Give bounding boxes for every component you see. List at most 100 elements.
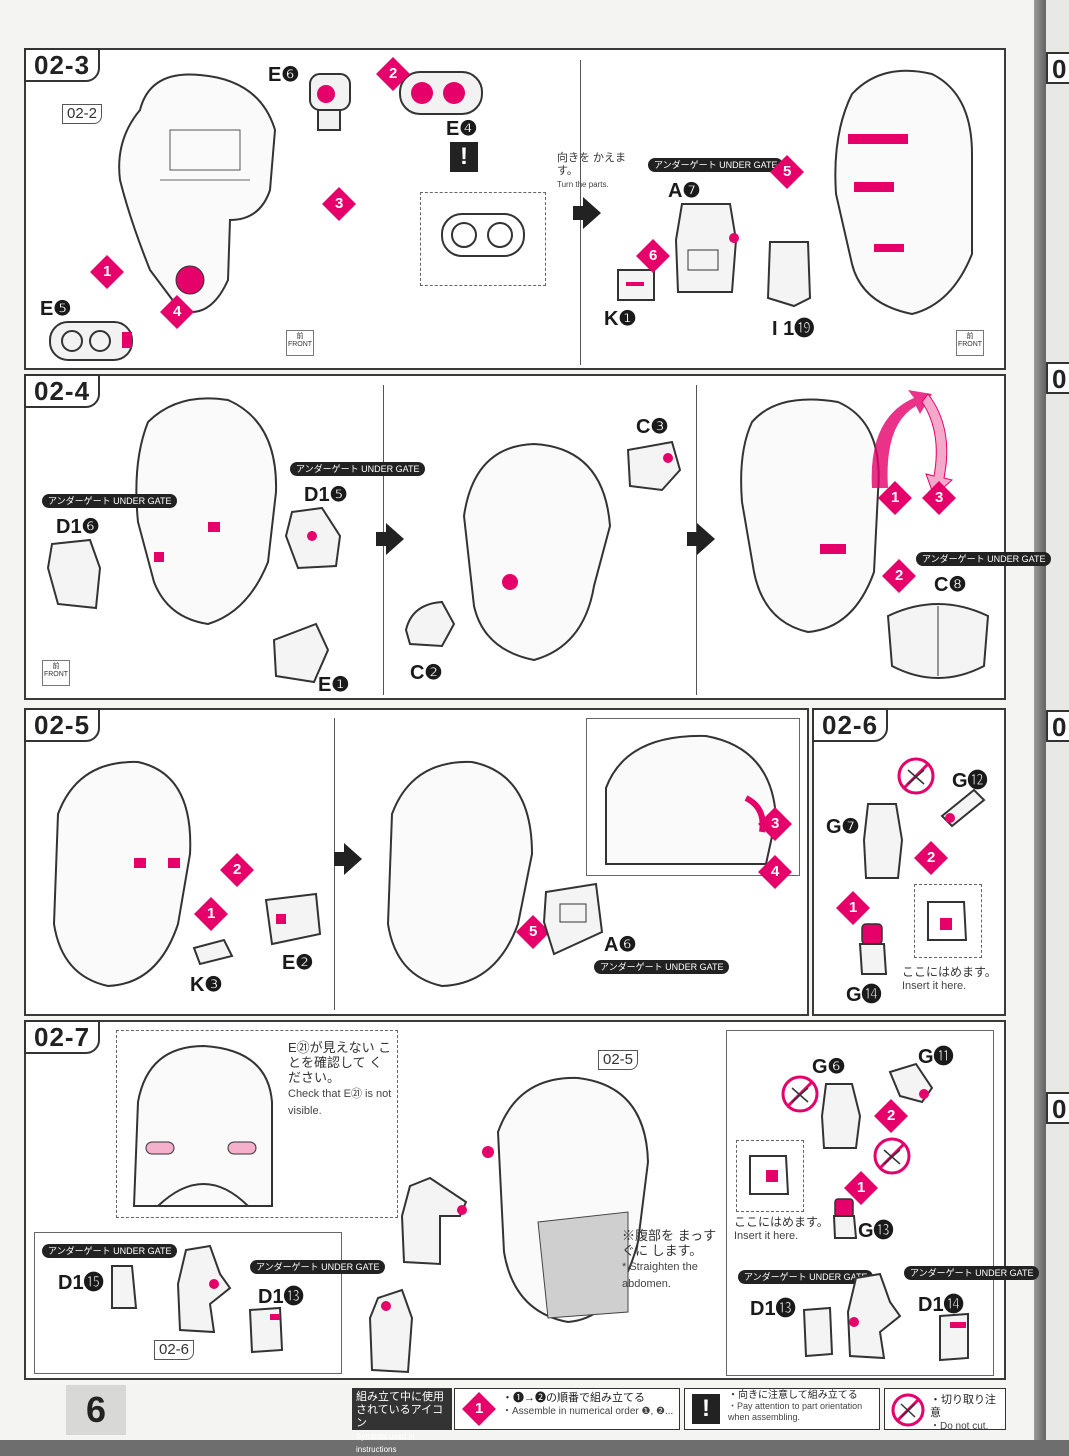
abdomen-note-en: * Straighten the abdomen. <box>622 1261 698 1290</box>
torso-closeup-illustration <box>605 734 778 865</box>
part-a6-illustration <box>542 882 604 956</box>
part-c8-illustration <box>886 603 990 679</box>
torso-part-illustration <box>118 73 277 313</box>
do-not-cut-icon <box>781 1075 819 1113</box>
page-number: 6 <box>66 1385 126 1435</box>
part-code-g11: G⓫ <box>918 1046 954 1068</box>
part-k3-illustration <box>192 938 234 966</box>
part-e5-illustration <box>49 321 133 361</box>
part-code-d14: D1⓮ <box>918 1294 964 1316</box>
part-code-c2: C❷ <box>410 662 443 684</box>
legend-title-jp: 組み立て中に使用 されているアイコン <box>356 1391 444 1429</box>
step-label: 02-3 <box>24 48 101 82</box>
front-direction-icon: 前 FRONT <box>286 330 314 356</box>
sequence-arrow-icon <box>583 197 601 229</box>
arm-subassembly-illustration <box>846 1272 902 1360</box>
under-gate-badge: アンダーゲート UNDER GATE <box>738 1270 874 1284</box>
reference-label: 02-6 <box>154 1340 195 1360</box>
part-d15-illustration <box>284 506 342 570</box>
part-e2-illustration <box>264 892 322 946</box>
insert-detail-illustration <box>749 1155 790 1195</box>
part-g7-illustration <box>862 803 904 879</box>
turn-note-en: Turn the parts. <box>557 180 609 189</box>
arm-part-illustration <box>368 1288 414 1374</box>
part-code-a6: A❻ <box>604 934 637 956</box>
front-direction-icon: 前 FRONT <box>956 330 984 356</box>
sequence-arrow-icon <box>697 523 715 555</box>
part-code-e5: E❺ <box>40 298 72 320</box>
part-code-c3: C❸ <box>636 416 669 438</box>
part-g14-illustration <box>858 923 888 975</box>
legend-nocut-en: ・Do not cut. <box>930 1421 989 1432</box>
legend-orient-jp: ・向きに注意して組み立てる <box>728 1390 858 1401</box>
insert-here-note: ここにはめます。 Insert it here. <box>734 1216 838 1243</box>
abdomen-note: ※腹部を まっすぐに します。 * Straighten the abdomen… <box>622 1228 722 1292</box>
check-note-jp: E㉑が見えない ことを確認して ください。 <box>288 1040 392 1085</box>
arm-part-illustration <box>400 1176 468 1266</box>
part-c3-illustration <box>626 440 682 492</box>
part-code-i19: I 1⓳ <box>772 318 815 340</box>
insert-note-jp: ここにはめます。 <box>734 1215 829 1229</box>
torso-interior-illustration <box>132 1044 273 1207</box>
part-d13-illustration <box>248 1306 284 1354</box>
torso-illustration <box>740 398 880 634</box>
under-gate-badge: アンダーゲート UNDER GATE <box>290 462 426 476</box>
turn-parts-note: 向きを かえます。 Turn the parts. <box>557 152 627 191</box>
part-d13-illustration <box>802 1306 834 1358</box>
legend-nocut-text: ・切り取り注意 ・Do not cut. <box>930 1394 1004 1433</box>
sequence-arrow-icon <box>344 843 362 875</box>
part-code-g13: G⓭ <box>858 1220 894 1242</box>
insert-here-note: ここにはめます。 Insert it here. <box>902 966 1006 993</box>
reference-label: 02-5 <box>598 1050 639 1070</box>
front-direction-icon: 前 FRONT <box>42 660 70 686</box>
part-code-d13: D1⓭ <box>258 1286 304 1308</box>
part-d14-illustration <box>939 1312 969 1362</box>
part-code-d15: D1⓯ <box>58 1272 104 1294</box>
legend-order-text: ・❶→❷の順番で組み立てる ・Assemble in numerical ord… <box>502 1392 678 1418</box>
next-page-step-tab: 0 <box>1046 1092 1069 1124</box>
part-code-e2: E❷ <box>282 952 314 974</box>
rotate-arrow-icon <box>871 390 954 497</box>
part-g13-illustration <box>832 1198 858 1239</box>
part-g11-illustration <box>888 1062 934 1104</box>
next-page-step-tab: 0 <box>1046 710 1069 742</box>
part-g12-illustration <box>940 788 986 828</box>
reference-label: 02-2 <box>62 104 103 124</box>
part-code-a7: A❼ <box>668 180 701 202</box>
part-code-k3: K❸ <box>190 974 223 996</box>
abdomen-note-jp: ※腹部を まっすぐに します。 <box>622 1228 717 1258</box>
insert-detail-illustration <box>927 901 968 941</box>
book-spine <box>1034 0 1048 1440</box>
orientation-warning-icon: ! <box>450 142 478 172</box>
do-not-cut-icon <box>897 757 935 795</box>
under-gate-badge: アンダーゲート UNDER GATE <box>42 1244 178 1258</box>
sequence-arrow-stem <box>376 532 386 546</box>
part-k1-illustration <box>617 269 655 301</box>
part-e4-back-illustration <box>441 213 525 257</box>
part-c2-illustration <box>404 600 456 648</box>
check-visibility-note: E㉑が見えない ことを確認して ください。 Check that E㉑ is n… <box>288 1040 392 1119</box>
legend-order-en: ・Assemble in numerical order ❶, ❷... <box>502 1406 674 1417</box>
torso-illustration <box>462 442 612 662</box>
under-gate-badge: アンダーゲート UNDER GATE <box>648 158 784 172</box>
torso-illustration <box>386 760 534 988</box>
part-g6-illustration <box>820 1083 862 1149</box>
part-d15-illustration <box>111 1265 138 1309</box>
legend-order-jp: ・❶→❷の順番で組み立てる <box>502 1392 645 1404</box>
orientation-warning-icon: ! <box>692 1394 720 1424</box>
step-label: 02-7 <box>24 1020 101 1054</box>
arm-subassembly-illustration <box>176 1244 232 1334</box>
part-code-g12: G⓬ <box>952 770 988 792</box>
legend-orient-en: ・Pay attention to part orientation when … <box>728 1401 863 1422</box>
part-e6-illustration <box>309 73 351 131</box>
part-code-g14: G⓮ <box>846 984 882 1006</box>
part-code-d15: D1❺ <box>304 484 348 506</box>
insert-detail-inset <box>914 884 982 958</box>
check-note-en: Check that E㉑ is not visible. <box>288 1088 392 1117</box>
sequence-arrow-stem <box>334 852 344 866</box>
next-page-step-tab: 0 <box>1046 52 1069 84</box>
torso-with-arms-illustration <box>482 1076 650 1324</box>
under-gate-badge: アンダーゲート UNDER GATE <box>904 1266 1040 1280</box>
part-code-e4: E❹ <box>446 118 478 140</box>
part-e1-illustration <box>272 622 330 684</box>
